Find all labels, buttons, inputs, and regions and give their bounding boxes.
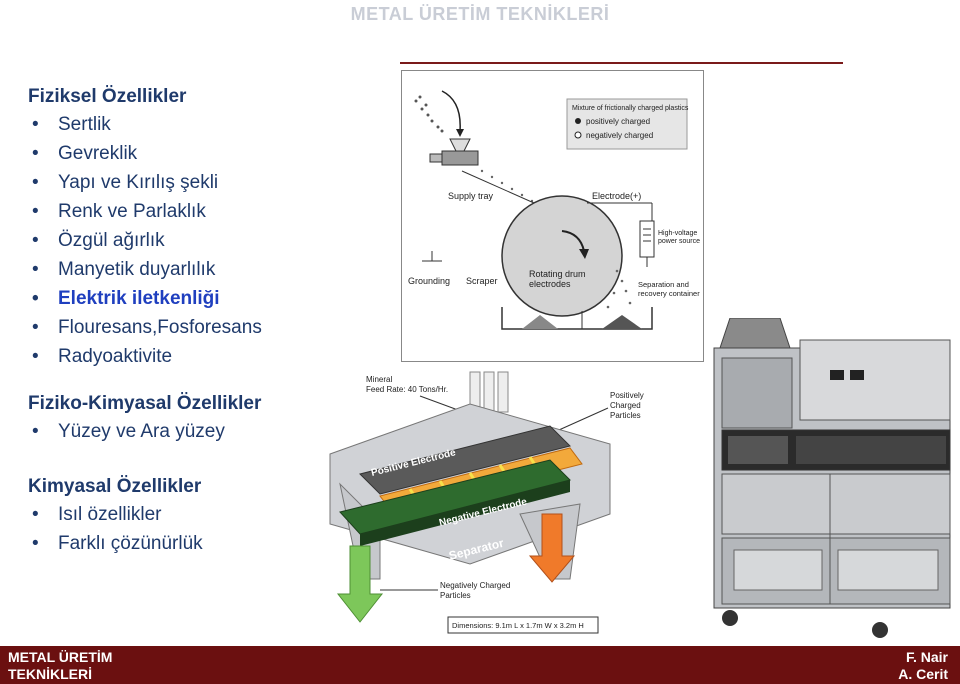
- negative-particles-label-1: Negatively Charged: [440, 581, 510, 590]
- list-item: Isıl özellikler: [28, 500, 358, 529]
- page-header: METAL ÜRETİM TEKNİKLERİ: [0, 4, 960, 25]
- green-arrow: [336, 545, 384, 623]
- grounding-label: Grounding: [408, 276, 450, 286]
- list-item: Özgül ağırlık: [28, 226, 358, 255]
- physicochemical-properties-list: Yüzey ve Ara yüzey: [28, 417, 358, 446]
- positive-particles-label-2: Charged: [610, 401, 641, 410]
- positive-particles-label-3: Particles: [610, 411, 641, 420]
- positive-particles-label-1: Positively: [610, 391, 644, 400]
- legend-box: [566, 98, 688, 150]
- section-title-chemical: Kimyasal Özellikler: [28, 476, 202, 497]
- separation-label-2: recovery container: [638, 289, 700, 298]
- electrode-label: Electrode(+): [592, 191, 641, 201]
- hv-label-1: High-voltage: [658, 230, 697, 237]
- list-item: Farklı çözünürlük: [28, 529, 358, 558]
- machine-svg: [713, 317, 951, 638]
- mineral-label-1: Mineral: [366, 375, 392, 384]
- hv-label-2: power source: [658, 238, 700, 245]
- recovery-container: [501, 307, 653, 330]
- dimensions-box: [447, 616, 599, 634]
- list-item: Renk ve Parlaklık: [28, 197, 358, 226]
- drum-label-2: electrodes: [529, 279, 571, 289]
- list-item: Manyetik duyarlılık: [28, 255, 358, 284]
- rotation-arrow: [561, 230, 585, 252]
- mineral-label-2: Feed Rate: 40 Tons/Hr.: [366, 385, 448, 394]
- list-item: Sertlik: [28, 110, 358, 139]
- conveyor-separator-diagram: Mineral Feed Rate: 40 Tons/Hr. Positivel…: [320, 364, 655, 636]
- legend-positive: positively charged: [586, 117, 650, 126]
- list-item: Gevreklik: [28, 139, 358, 168]
- dimensions-label: Dimensions: 9.1m L x 1.7m W x 3.2m H: [452, 621, 584, 630]
- separation-label-1: Separation and: [638, 280, 689, 289]
- rotating-drum: [501, 195, 623, 317]
- legend-negative: negatively charged: [586, 131, 653, 140]
- feed-arrow: [441, 90, 461, 132]
- drum-label-1: Rotating drum: [529, 269, 586, 279]
- drum-separator-svg: Mixture of frictionally charged plastics…: [408, 90, 700, 330]
- feeder: [441, 150, 479, 166]
- mineral-pointer: [419, 395, 459, 411]
- header-title: METAL ÜRETİM TEKNİKLERİ: [350, 4, 610, 24]
- negative-particles-label-2: Particles: [440, 591, 471, 600]
- drum-separator-diagram: Mixture of frictionally charged plastics…: [401, 70, 704, 362]
- list-item: Yapı ve Kırılış şekli: [28, 168, 358, 197]
- hopper: [449, 138, 471, 152]
- list-item-highlighted: Elektrik iletkenliği: [28, 284, 358, 313]
- chemical-properties-list: Isıl özellikler Farklı çözünürlük: [28, 500, 358, 558]
- pile-right: [602, 315, 642, 329]
- list-item: Radyoaktivite: [28, 342, 358, 371]
- section-title-physical: Fiziksel Özellikler: [28, 86, 187, 107]
- positive-electrode: [359, 425, 571, 495]
- supply-tray-label: Supply tray: [448, 191, 494, 201]
- section-title-physicochemical: Fiziko-Kimyasal Özellikler: [28, 393, 262, 414]
- negative-marker: [574, 131, 582, 139]
- footer-author-2: A. Cerit: [898, 666, 948, 682]
- footer-authors: F. Nair A. Cerit: [898, 649, 948, 683]
- list-item: Yüzey ve Ara yüzey: [28, 417, 358, 446]
- falling-particles: [414, 95, 444, 133]
- separated-particles: [606, 269, 632, 309]
- footer-course-title: METAL ÜRETİM TEKNİKLERİ: [8, 649, 113, 682]
- positive-marker: [575, 118, 581, 124]
- pile-left: [522, 315, 558, 329]
- footer-bar: METAL ÜRETİM TEKNİKLERİ F. Nair A. Cerit: [0, 646, 960, 684]
- conveyor-separator-svg: Mineral Feed Rate: 40 Tons/Hr. Positivel…: [329, 371, 644, 634]
- content-list: Fiziksel Özellikler Sertlik Gevreklik Ya…: [28, 84, 358, 558]
- hv-source: [639, 220, 655, 258]
- legend-title: Mixture of frictionally charged plastics: [572, 105, 689, 112]
- physical-properties-list: Sertlik Gevreklik Yapı ve Kırılış şekli …: [28, 110, 358, 371]
- footer-author-1: F. Nair: [905, 649, 948, 665]
- list-item: Flouresans,Fosforesans: [28, 313, 358, 342]
- scraper-label: Scraper: [466, 276, 498, 286]
- orange-arrow: [528, 513, 576, 583]
- header-divider: [400, 62, 843, 64]
- separator-machine-photo: [700, 317, 960, 640]
